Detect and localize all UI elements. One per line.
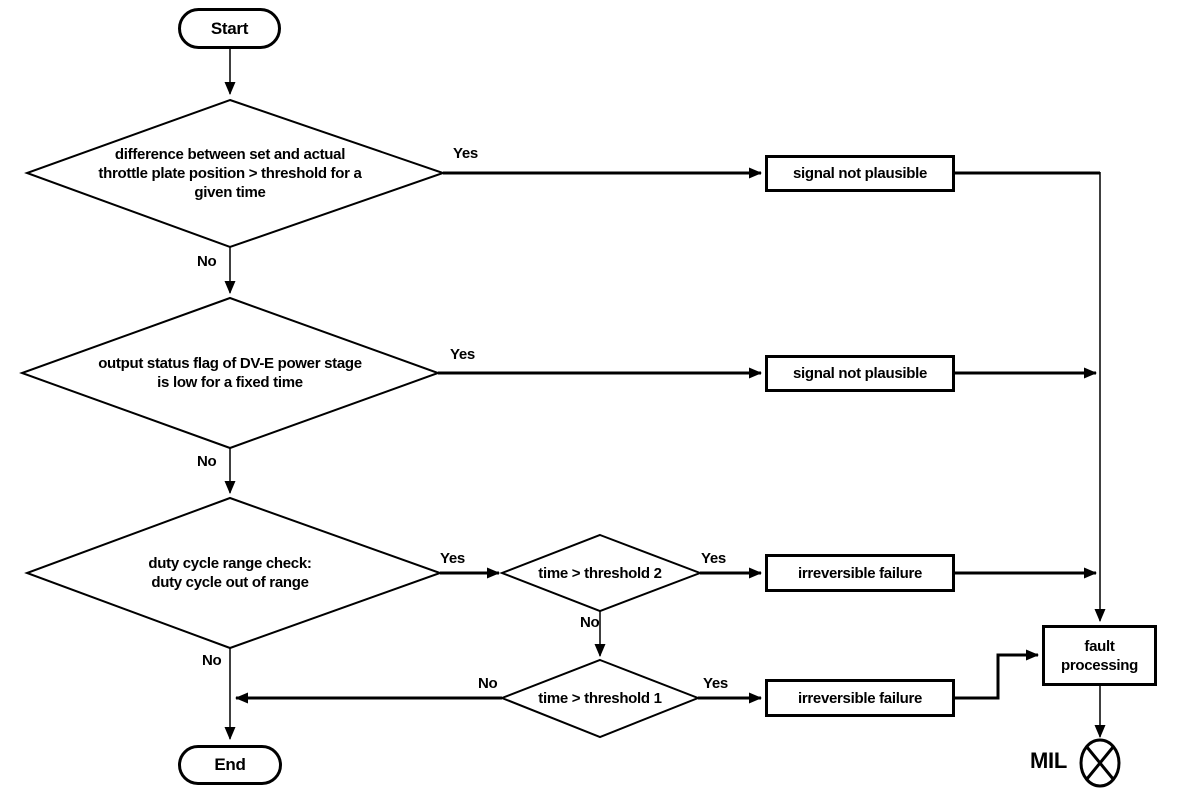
decision-check-threshold1-label: time > threshold 1 [538, 690, 662, 707]
edge-label-yes-check-power-stage: Yes [450, 346, 475, 363]
edge-label-yes-check-position: Yes [453, 145, 478, 162]
process-label: irreversible failure [797, 564, 923, 582]
edge-label-no-check-duty-cycle: No [202, 652, 222, 669]
mil-lamp-icon [1079, 738, 1121, 788]
end-node: End [178, 745, 282, 785]
decision-check-position-label: difference between set and actual thrott… [98, 146, 362, 201]
process-label-line: fault [1084, 637, 1115, 655]
process-irreversible-failure-1: irreversible failure [765, 554, 955, 592]
process-label: signal not plausible [792, 165, 928, 182]
edge-label-no-check-power-stage: No [197, 453, 217, 470]
mil-label: MIL [1030, 748, 1067, 773]
process-label-line: processing [1060, 656, 1139, 674]
process-label: irreversible failure [797, 689, 923, 707]
edge-label-yes-check-threshold1: Yes [703, 675, 728, 692]
end-label: End [214, 755, 246, 774]
decision-check-power-stage-label: output status flag of DV-E power stage i… [98, 355, 362, 391]
decision-check-duty-cycle-label: duty cycle range check: duty cycle out o… [148, 555, 312, 591]
decision-check-threshold1 [499, 658, 701, 739]
decision-check-threshold2-label: time > threshold 2 [538, 565, 662, 582]
process-label: signal not plausible [792, 365, 928, 382]
start-node: Start [178, 8, 281, 49]
process-fault-processing: fault processing [1042, 625, 1157, 686]
start-label: Start [210, 18, 249, 38]
process-signal-not-plausible-1: signal not plausible [765, 155, 955, 192]
edge-label-no-check-threshold2: No [580, 614, 600, 631]
edge-label-yes-check-threshold2: Yes [701, 550, 726, 567]
edge-irrev2-to-fault-processing [955, 649, 1039, 700]
edge-label-no-check-threshold1: No [478, 675, 498, 692]
edge-label-yes-check-duty-cycle: Yes [440, 550, 465, 567]
process-irreversible-failure-2: irreversible failure [765, 679, 955, 717]
process-signal-not-plausible-2: signal not plausible [765, 355, 955, 392]
edge-label-no-check-position: No [197, 253, 217, 270]
